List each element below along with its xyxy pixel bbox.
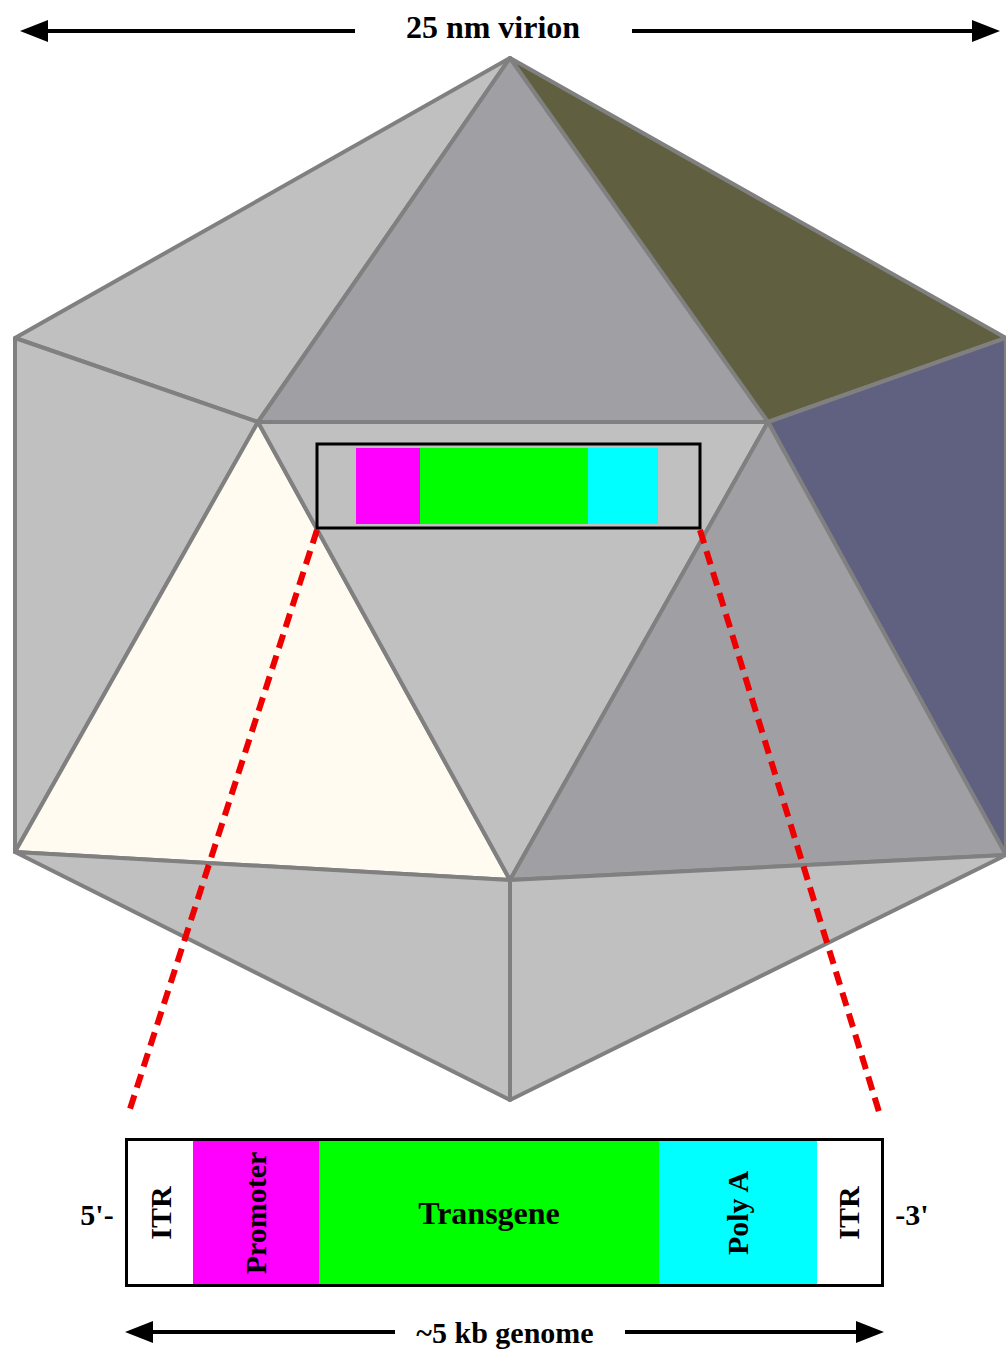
packaged-genome <box>317 444 700 528</box>
dimension-line <box>632 29 980 33</box>
zoom-line <box>700 530 880 1115</box>
promoter-segment: Promoter <box>193 1141 319 1284</box>
arrowhead <box>972 20 1000 42</box>
segment-label: Promoter <box>241 1151 271 1274</box>
strand-end-label: 5'- <box>80 1198 113 1231</box>
segment-label: Transgene <box>418 1197 560 1229</box>
itr-segment: ITR <box>817 1141 881 1284</box>
segment-label: Poly A <box>723 1170 753 1254</box>
dimension-label: ~5 kb genome <box>412 1316 597 1349</box>
segment-label: ITR <box>834 1186 864 1239</box>
transgene-segment: Transgene <box>319 1141 659 1284</box>
dimension-line <box>625 1330 864 1334</box>
itr-segment: ITR <box>128 1141 193 1284</box>
arrowhead <box>20 20 48 42</box>
arrowhead <box>856 1321 884 1343</box>
zoom-line <box>128 530 317 1115</box>
mini-polya <box>588 448 658 524</box>
capsid-face <box>510 855 1006 1100</box>
strand-end-label: -3' <box>895 1198 928 1231</box>
mini-promoter <box>356 448 420 524</box>
dimension-label: 25 nm virion <box>406 10 580 45</box>
mini-transgene <box>420 448 588 524</box>
segment-label: ITR <box>146 1186 176 1239</box>
dimension-line <box>145 1330 395 1334</box>
dimension-line <box>40 29 355 33</box>
arrowhead <box>125 1321 153 1343</box>
genome-bar-border <box>127 1140 883 1286</box>
capsid-face <box>15 852 510 1100</box>
polya-segment: Poly A <box>659 1141 817 1284</box>
